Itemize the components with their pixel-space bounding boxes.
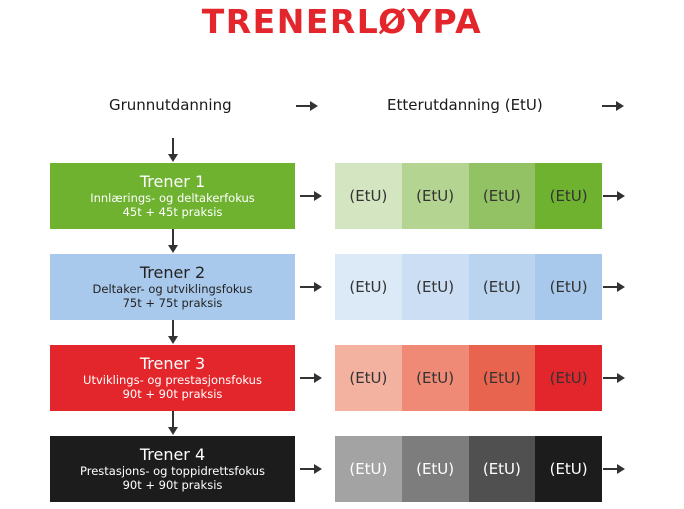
level-focus: Innlærings- og deltakerfokus bbox=[90, 191, 255, 206]
level-box-trener-4: Trener 4 Prestasjons- og toppidrettsfoku… bbox=[50, 436, 295, 502]
level-hours: 90t + 90t praksis bbox=[122, 387, 223, 402]
etu-cell: (EtU) bbox=[535, 163, 602, 229]
column-heading-grunnutdanning: Grunnutdanning bbox=[109, 96, 232, 114]
level-name: Trener 3 bbox=[139, 354, 206, 374]
arrow-right-icon bbox=[603, 191, 625, 201]
etu-cell: (EtU) bbox=[335, 436, 402, 502]
etu-cell: (EtU) bbox=[335, 345, 402, 411]
etu-cell: (EtU) bbox=[401, 163, 469, 229]
etu-cell: (EtU) bbox=[468, 436, 536, 502]
level-name: Trener 1 bbox=[139, 172, 206, 192]
etu-cell: (EtU) bbox=[535, 254, 602, 320]
etu-cell: (EtU) bbox=[401, 345, 469, 411]
etu-cell: (EtU) bbox=[335, 163, 402, 229]
level-hours: 45t + 45t praksis bbox=[122, 205, 223, 220]
arrow-down-icon bbox=[168, 320, 178, 344]
arrow-right-icon bbox=[300, 464, 322, 474]
etu-cell: (EtU) bbox=[401, 436, 469, 502]
etu-cell: (EtU) bbox=[468, 345, 536, 411]
arrow-right-icon bbox=[603, 282, 625, 292]
level-focus: Prestasjons- og toppidrettsfokus bbox=[80, 464, 265, 479]
etu-cell: (EtU) bbox=[401, 254, 469, 320]
level-name: Trener 2 bbox=[139, 263, 206, 283]
arrow-right-icon bbox=[603, 464, 625, 474]
diagram-title: TRENERLØYPA bbox=[201, 2, 483, 41]
level-box-trener-1: Trener 1 Innlærings- og deltakerfokus 45… bbox=[50, 163, 295, 229]
arrow-down-icon bbox=[168, 229, 178, 253]
arrow-right-icon bbox=[296, 101, 318, 111]
etu-cell: (EtU) bbox=[535, 345, 602, 411]
etu-cell: (EtU) bbox=[468, 163, 536, 229]
arrow-right-icon bbox=[300, 373, 322, 383]
arrow-right-icon bbox=[300, 191, 322, 201]
level-focus: Utviklings- og prestasjonsfokus bbox=[83, 373, 262, 388]
arrow-right-icon bbox=[300, 282, 322, 292]
etu-row-trener-2: (EtU) (EtU) (EtU) (EtU) bbox=[335, 254, 602, 320]
arrow-right-icon bbox=[602, 101, 624, 111]
etu-cell: (EtU) bbox=[468, 254, 536, 320]
etu-cell: (EtU) bbox=[535, 436, 602, 502]
etu-cell: (EtU) bbox=[335, 254, 402, 320]
arrow-down-icon bbox=[168, 411, 178, 435]
level-hours: 75t + 75t praksis bbox=[122, 296, 223, 311]
arrow-right-icon bbox=[603, 373, 625, 383]
level-box-trener-3: Trener 3 Utviklings- og prestasjonsfokus… bbox=[50, 345, 295, 411]
etu-row-trener-4: (EtU) (EtU) (EtU) (EtU) bbox=[335, 436, 602, 502]
arrow-down-icon bbox=[168, 138, 178, 162]
level-hours: 90t + 90t praksis bbox=[122, 478, 223, 493]
etu-row-trener-1: (EtU) (EtU) (EtU) (EtU) bbox=[335, 163, 602, 229]
level-name: Trener 4 bbox=[139, 445, 206, 465]
etu-row-trener-3: (EtU) (EtU) (EtU) (EtU) bbox=[335, 345, 602, 411]
level-focus: Deltaker- og utviklingsfokus bbox=[92, 282, 253, 297]
level-box-trener-2: Trener 2 Deltaker- og utviklingsfokus 75… bbox=[50, 254, 295, 320]
column-heading-etterutdanning: Etterutdanning (EtU) bbox=[387, 96, 543, 114]
